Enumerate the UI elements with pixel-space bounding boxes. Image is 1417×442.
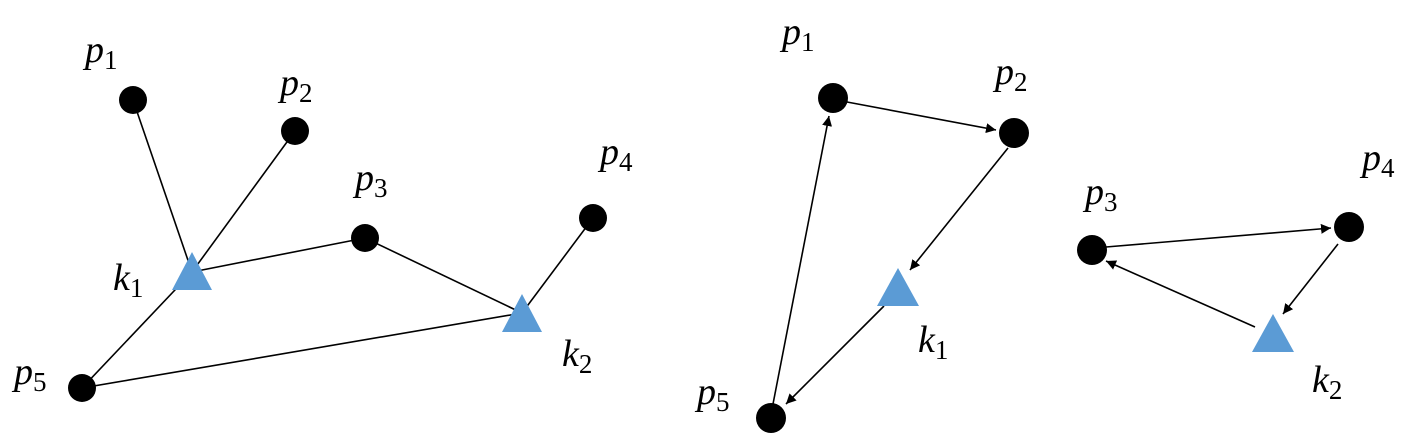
node-p5 <box>756 403 786 433</box>
arrow-p5-to-p1 <box>772 115 832 405</box>
node-p2 <box>281 117 309 145</box>
label-k2: k2 <box>1312 359 1342 405</box>
node-p5 <box>68 374 96 402</box>
node-p4 <box>579 204 607 232</box>
label-k2: k2 <box>562 333 592 379</box>
left-edges <box>81 99 594 389</box>
right-graph: p1 p2 p3 p4 p5 k1 k2 <box>694 11 1395 433</box>
edge-p5-k1 <box>81 271 193 389</box>
label-k1: k1 <box>918 319 948 365</box>
arrow-p3-to-p4 <box>1105 223 1332 248</box>
arrow-p2-to-k1 <box>909 147 1009 271</box>
node-p2 <box>999 118 1029 148</box>
edge-p2-k1 <box>191 130 296 273</box>
facility-k1 <box>172 252 212 290</box>
arrow-p4-to-k2 <box>1282 243 1339 315</box>
node-p3 <box>1077 235 1107 265</box>
facility-k2 <box>502 294 542 332</box>
label-p2: p2 <box>277 62 313 108</box>
label-p4: p4 <box>597 131 633 177</box>
facility-k1 <box>877 268 919 306</box>
label-p4: p4 <box>1359 137 1395 183</box>
right-edges <box>772 101 1339 405</box>
label-p3: p3 <box>352 157 388 203</box>
edge-p1-k1 <box>132 99 193 273</box>
node-p3 <box>351 224 379 252</box>
label-p5: p5 <box>694 371 730 417</box>
label-p3: p3 <box>1082 171 1118 217</box>
edge-p3-k2 <box>364 237 523 314</box>
facility-k2 <box>1252 314 1294 352</box>
label-p1: p1 <box>82 29 118 75</box>
label-p2: p2 <box>992 51 1028 97</box>
edge-p5-k2 <box>81 312 523 389</box>
arrow-p1-to-p2 <box>846 101 997 134</box>
label-p1: p1 <box>779 11 815 57</box>
node-p1 <box>119 86 147 114</box>
arrow-k1-to-p5 <box>785 305 885 405</box>
label-k1: k1 <box>113 257 143 303</box>
arrow-k2-to-p3 <box>1105 260 1256 328</box>
node-p1 <box>818 83 848 113</box>
edge-p4-k2 <box>521 217 594 314</box>
label-p5: p5 <box>11 351 47 397</box>
edge-k1-p3 <box>191 237 366 273</box>
left-graph: p1 p2 p3 p4 p5 k1 k2 <box>11 29 633 402</box>
node-p4 <box>1334 212 1364 242</box>
